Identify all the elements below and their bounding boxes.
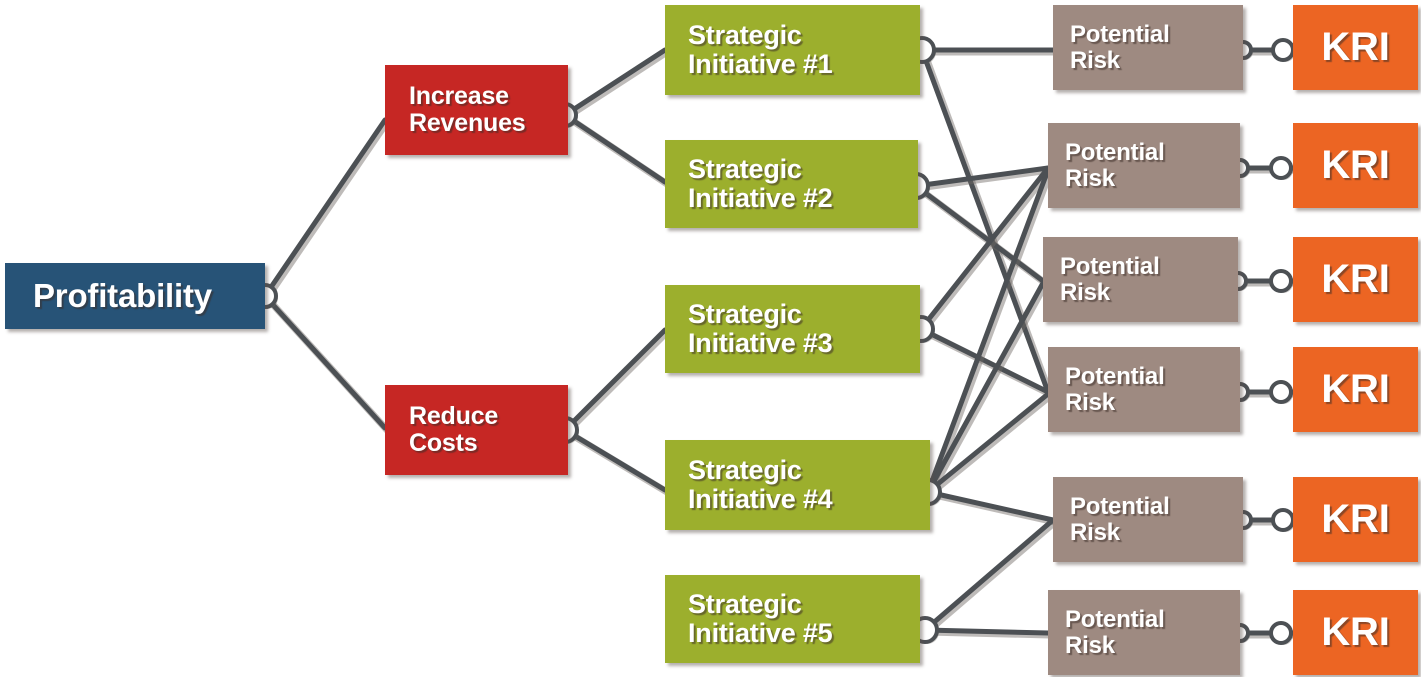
edge-obj2-to-si3 [562,327,671,436]
node-label-line2: Initiative #1 [688,49,833,79]
node-label-line1: Potential [1070,492,1170,520]
node-label-line2: Risk [1065,388,1115,416]
node-label-line2: Risk [1065,631,1115,659]
node-label-line2: Initiative #4 [688,484,833,514]
edge-si3-to-r2 [918,165,1054,335]
edge-si2-to-r2 [913,165,1054,192]
node-label-line1: Potential [1070,20,1170,48]
edge-obj2-to-si4 [562,427,671,496]
node-label-line1: Strategic [688,19,802,50]
connector-node [1269,380,1293,404]
edge-si4-to-r3 [925,280,1049,498]
node-label-line2: Risk [1070,518,1120,546]
node-label-line1: Reduce [409,402,499,430]
node-label-line1: Potential [1065,362,1165,390]
edge-profitability-to-obj2 [262,293,391,434]
edge-profitability-to-obj1 [262,117,391,302]
edge-si1-to-r1 [919,47,1059,56]
edge-si4-to-r2 [925,167,1054,498]
connector-node [1271,38,1295,62]
edge-si4-to-r5 [925,489,1059,526]
node-label: KRI [1321,256,1390,301]
node-label-line2: Risk [1070,46,1120,74]
node-kri-1[interactable]: KRI [1293,5,1418,90]
node-label-line1: Strategic [688,298,802,329]
node-label-line2: Costs [409,429,478,457]
node-label-line2: Risk [1060,278,1110,306]
connector-node [1269,621,1293,645]
node-label: KRI [1321,609,1390,654]
edge-si1-to-r4 [919,47,1054,398]
edge-si5-to-r5 [922,517,1059,636]
node-label-line1: Strategic [688,588,802,619]
node-label-line1: Potential [1065,605,1165,633]
node-kri-3[interactable]: KRI [1293,237,1418,322]
node-label: KRI [1321,496,1390,541]
edge-si5-to-r6 [922,627,1054,639]
node-label-line1: Potential [1060,252,1160,280]
node-kri-5[interactable]: KRI [1293,477,1418,562]
node-label-line2: Initiative #2 [688,183,833,213]
node-label: Profitability [33,277,212,315]
node-profitability[interactable]: Profitability [5,263,265,329]
node-label-line1: Potential [1065,138,1165,166]
node-kri-4[interactable]: KRI [1293,347,1418,432]
node-label: KRI [1321,24,1390,69]
edge-si4-to-r4 [925,391,1054,498]
edge-obj1-to-si1 [562,47,671,121]
node-label: KRI [1321,142,1390,187]
node-label-line1: Increase [409,82,509,110]
node-kri-6[interactable]: KRI [1293,590,1418,675]
node-kri-2[interactable]: KRI [1293,123,1418,208]
connector-node [1271,508,1295,532]
node-label-line1: Strategic [688,153,802,184]
node-label-line1: Strategic [688,454,802,485]
node-label-line2: Initiative #3 [688,328,833,358]
edge-si2-to-r3 [913,183,1049,287]
node-label-line2: Risk [1065,164,1115,192]
node-label: KRI [1321,366,1390,411]
edge-obj1-to-si2 [562,112,671,188]
node-label-line2: Revenues [409,109,526,137]
edge-si3-to-r4 [918,326,1054,398]
connector-node [1269,269,1293,293]
node-label-line2: Initiative #5 [688,618,833,648]
connector-node [1269,156,1293,180]
